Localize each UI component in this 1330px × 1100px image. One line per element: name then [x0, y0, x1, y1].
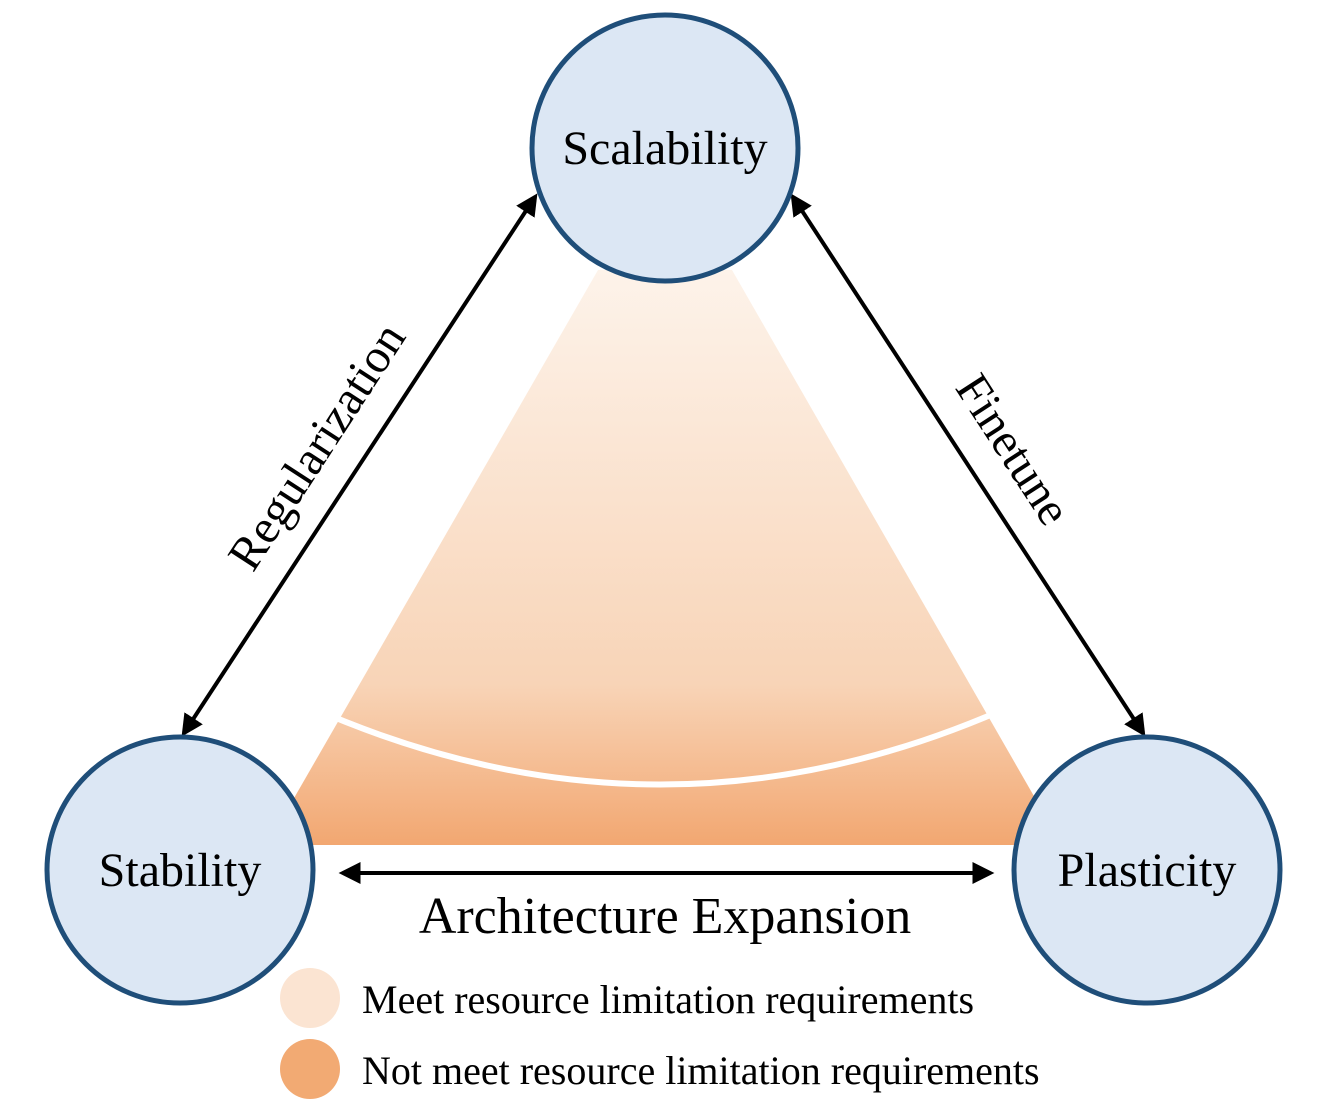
legend-not-meet-label: Not meet resource limitation requirement… [362, 1048, 1040, 1093]
architecture-expansion-label: Architecture Expansion [419, 888, 911, 945]
regularization-arrow [181, 193, 538, 737]
legend: Meet resource limitation requirements No… [280, 968, 1040, 1099]
finetune-label: Finetune [945, 365, 1081, 535]
finetune-arrow [790, 193, 1146, 737]
scalability-label: Scalability [562, 122, 767, 175]
scalability-node: Scalability [529, 12, 801, 284]
stability-label: Stability [99, 844, 262, 897]
resource-boundary-arc [306, 699, 1022, 788]
plasticity-label: Plasticity [1058, 844, 1237, 897]
legend-meet-swatch [280, 968, 340, 1028]
legend-not-meet-swatch [280, 1039, 340, 1099]
plasticity-node: Plasticity [1011, 734, 1283, 1006]
legend-meet-label: Meet resource limitation requirements [362, 977, 974, 1022]
regularization-label: Regularization [218, 314, 416, 580]
stability-node: Stability [44, 734, 316, 1006]
